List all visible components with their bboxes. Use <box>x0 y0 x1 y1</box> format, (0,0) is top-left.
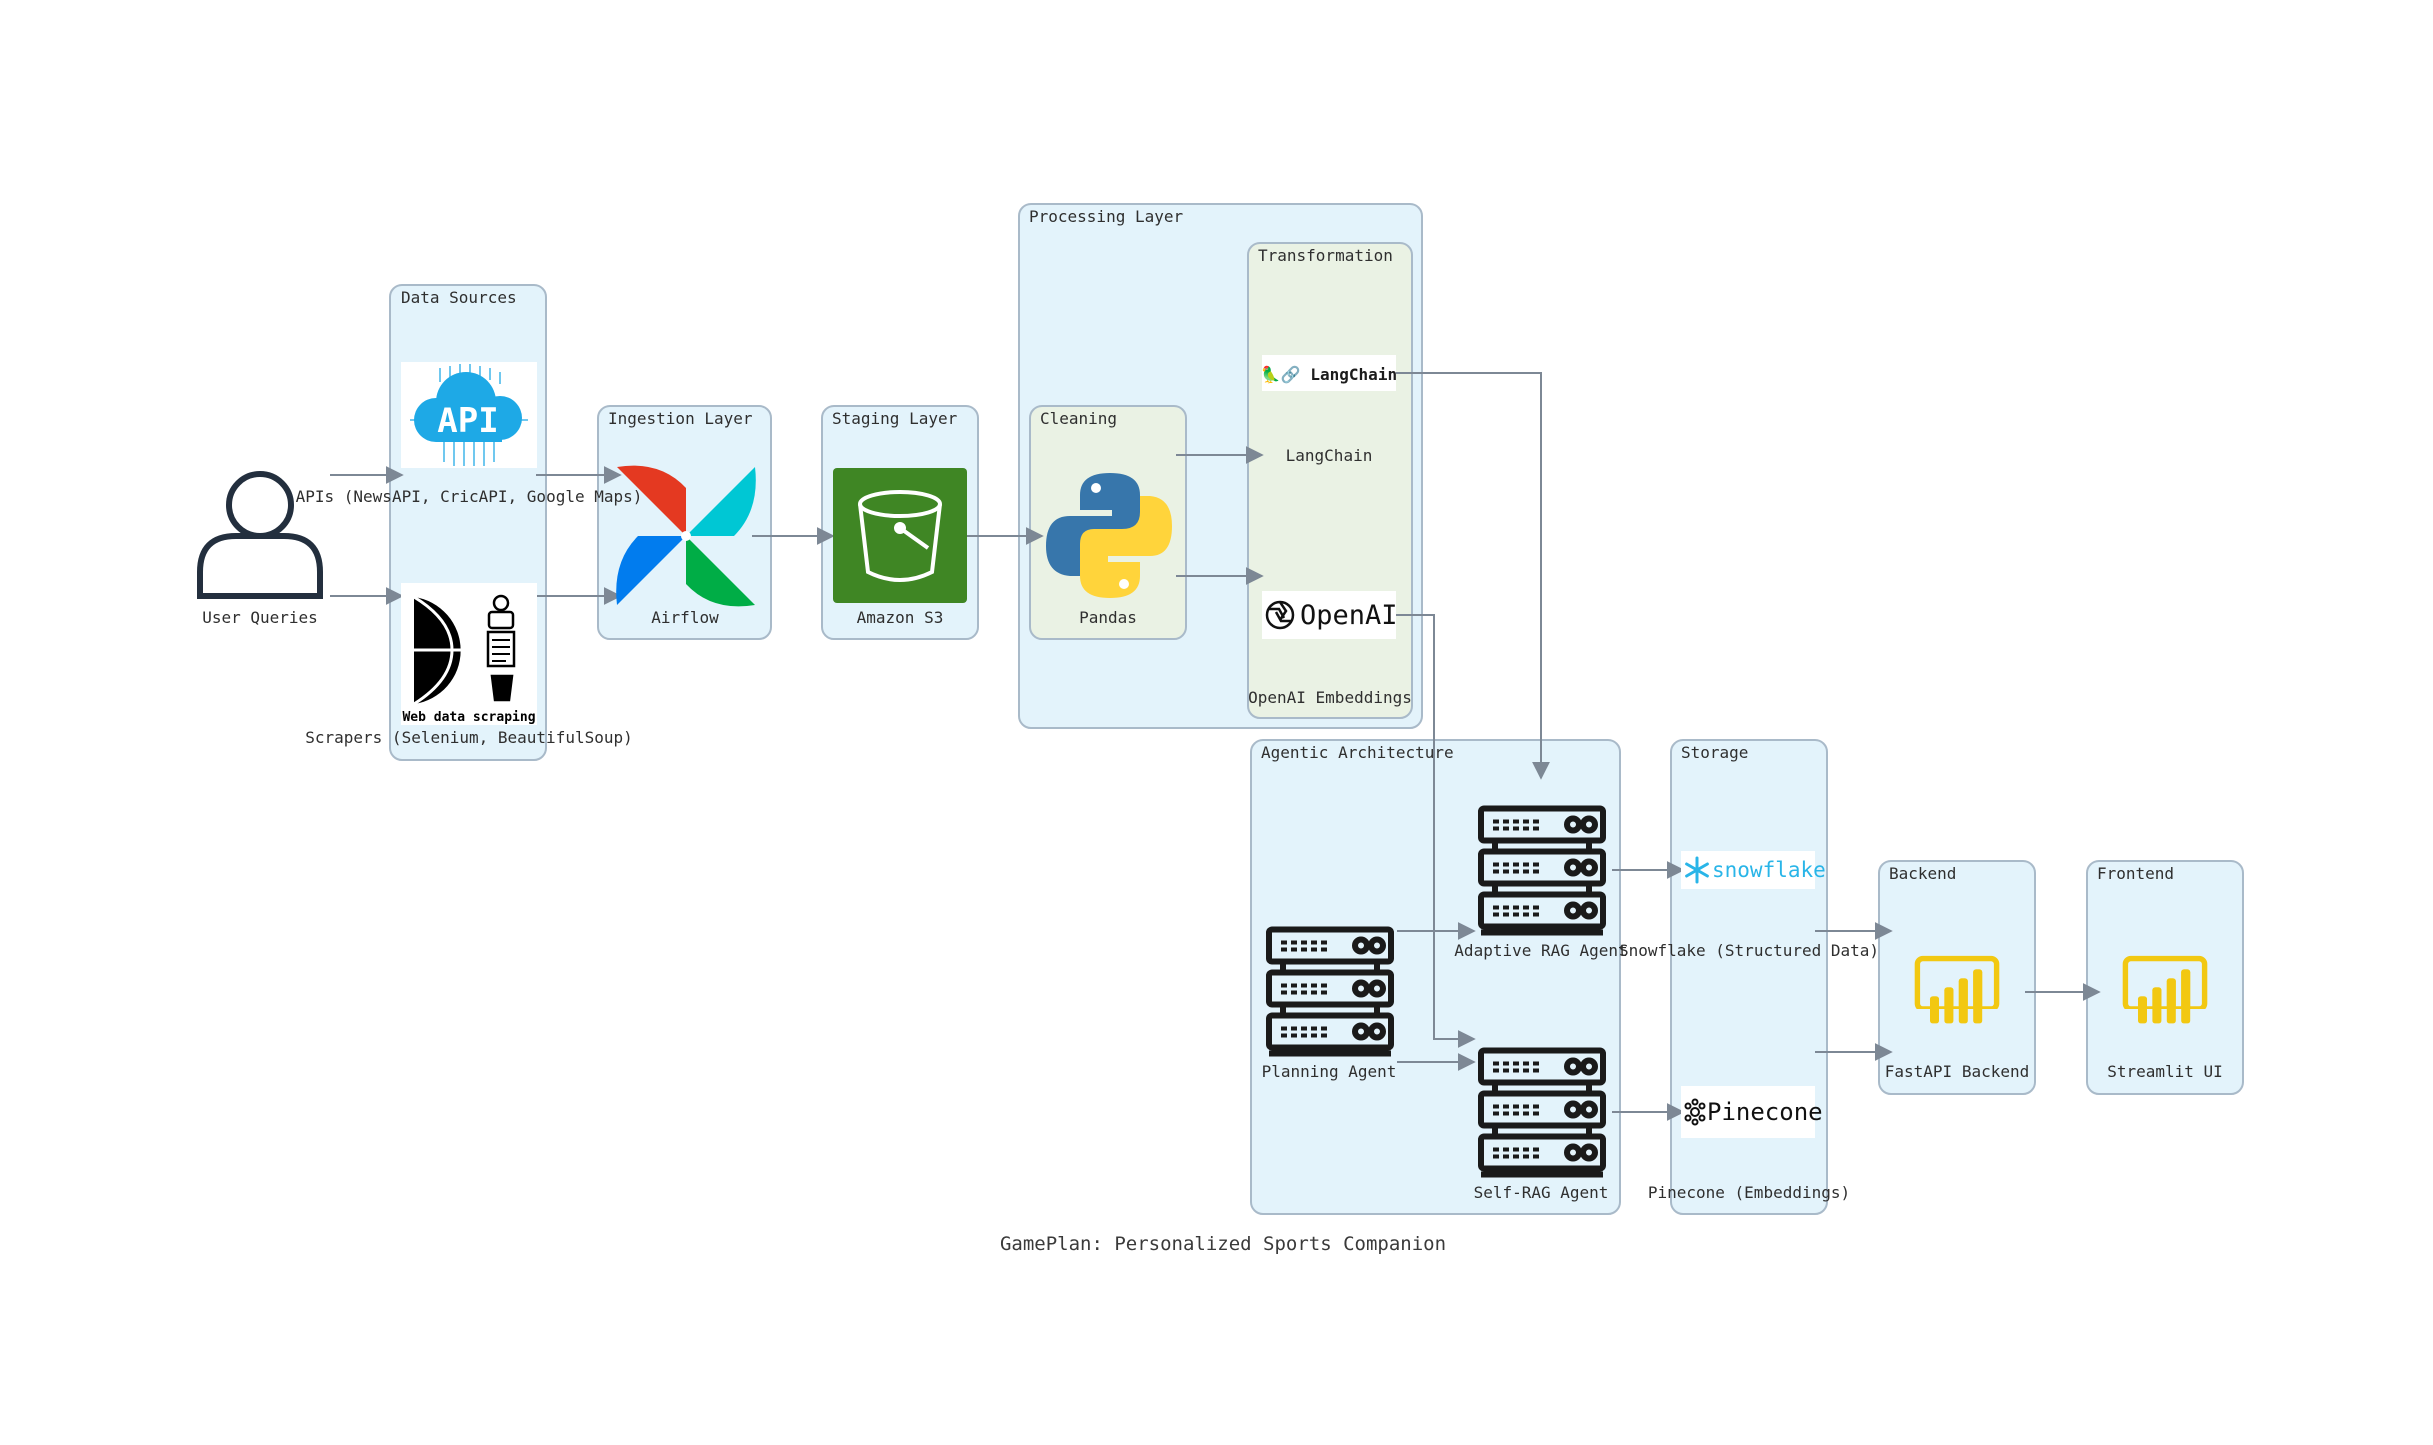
cluster-title-staging: Staging Layer <box>832 409 958 428</box>
cluster-title-agentic: Agentic Architecture <box>1261 743 1454 762</box>
label-streamlit-ui: Streamlit UI <box>2107 1062 2223 1081</box>
cluster-storage: Storage <box>1670 739 1828 1215</box>
label-amazon-s3: Amazon S3 <box>857 608 944 627</box>
label-fastapi-backend: FastAPI Backend <box>1885 1062 2030 1081</box>
api-cloud-icon: API <box>410 364 528 466</box>
cluster-title-data-sources: Data Sources <box>401 288 517 307</box>
langchain-logo: 🦜🔗 LangChain <box>1261 365 1397 384</box>
node-scrapers: Web data scraping Scrapers (Selenium, Be… <box>305 583 633 747</box>
pinecone-logo-text: Pinecone <box>1707 1098 1823 1126</box>
label-adaptive-rag-agent: Adaptive RAG Agent <box>1454 941 1627 960</box>
api-logo-text: API <box>437 401 498 441</box>
web-scraping-icon: Web data scraping <box>402 594 536 725</box>
airflow-icon <box>616 465 756 607</box>
cluster-backend: Backend <box>1878 860 2036 1095</box>
cluster-title-transformation: Transformation <box>1258 246 1393 265</box>
cluster-title-cleaning: Cleaning <box>1040 409 1117 428</box>
label-planning-agent: Planning Agent <box>1262 1062 1397 1081</box>
node-fastapi-backend: FastAPI Backend <box>1885 959 2030 1081</box>
cluster-title-backend: Backend <box>1889 864 1956 883</box>
snowflake-logo-text: snowflake <box>1712 858 1826 882</box>
s3-bucket-icon <box>833 468 967 603</box>
user-icon <box>197 471 323 599</box>
label-pinecone: Pinecone (Embeddings) <box>1648 1183 1850 1202</box>
node-airflow: Airflow <box>616 465 756 627</box>
node-pinecone: Pinecone Pinecone (Embeddings) <box>1648 1086 1850 1202</box>
pinecone-logo-background <box>1681 1086 1815 1138</box>
langchain-logo-background <box>1262 355 1396 391</box>
label-openai-embeddings: OpenAI Embeddings <box>1248 688 1412 707</box>
openai-logo: OpenAI <box>1265 600 1398 631</box>
node-planning-agent: Planning Agent <box>1262 930 1397 1081</box>
snowflake-logo-background <box>1681 851 1815 889</box>
cluster-title-storage: Storage <box>1681 743 1748 762</box>
label-apis: APIs (NewsAPI, CricAPI, Google Maps) <box>296 487 643 506</box>
pinecone-logo: Pinecone <box>1684 1098 1823 1126</box>
cluster-transformation: Transformation <box>1247 242 1413 719</box>
label-airflow: Airflow <box>651 608 719 627</box>
cluster-title-frontend: Frontend <box>2097 864 2174 883</box>
node-langchain: 🦜🔗 LangChain LangChain <box>1261 355 1397 465</box>
cluster-title-processing: Processing Layer <box>1029 207 1183 226</box>
cluster-title-ingestion: Ingestion Layer <box>608 409 753 428</box>
node-apis: API APIs (NewsAPI, CricAPI, Google Maps) <box>296 362 643 506</box>
edge-openai-to-self-rag <box>1394 614 1476 1048</box>
label-self-rag-agent: Self-RAG Agent <box>1474 1183 1609 1202</box>
node-amazon-s3: Amazon S3 <box>833 468 967 627</box>
python-icon <box>1046 473 1172 598</box>
node-snowflake: snowflake Snowflake (Structured Data) <box>1619 851 1879 960</box>
diagram-caption: GamePlan: Personalized Sports Companion <box>1000 1233 1446 1255</box>
web-scraping-logo-text: Web data scraping <box>402 710 535 725</box>
label-langchain: LangChain <box>1286 446 1373 465</box>
label-pandas: Pandas <box>1079 608 1137 627</box>
label-snowflake: Snowflake (Structured Data) <box>1619 941 1879 960</box>
edge-langchain-to-adaptive-rag <box>1394 372 1550 780</box>
openai-logo-text: OpenAI <box>1300 600 1398 631</box>
node-adaptive-rag-agent: Adaptive RAG Agent <box>1454 809 1628 960</box>
node-openai-embeddings: OpenAI OpenAI Embeddings <box>1248 591 1412 707</box>
snowflake-logo: snowflake <box>1685 856 1826 884</box>
label-user-queries: User Queries <box>202 608 318 627</box>
node-user-queries: User Queries <box>197 471 323 627</box>
edges <box>330 372 2101 1121</box>
node-self-rag-agent: Self-RAG Agent <box>1474 1051 1609 1202</box>
label-scrapers: Scrapers (Selenium, BeautifulSoup) <box>305 728 633 747</box>
node-pandas: Pandas <box>1046 473 1172 627</box>
node-streamlit-ui: Streamlit UI <box>2107 959 2223 1081</box>
cluster-frontend: Frontend <box>2086 860 2244 1095</box>
